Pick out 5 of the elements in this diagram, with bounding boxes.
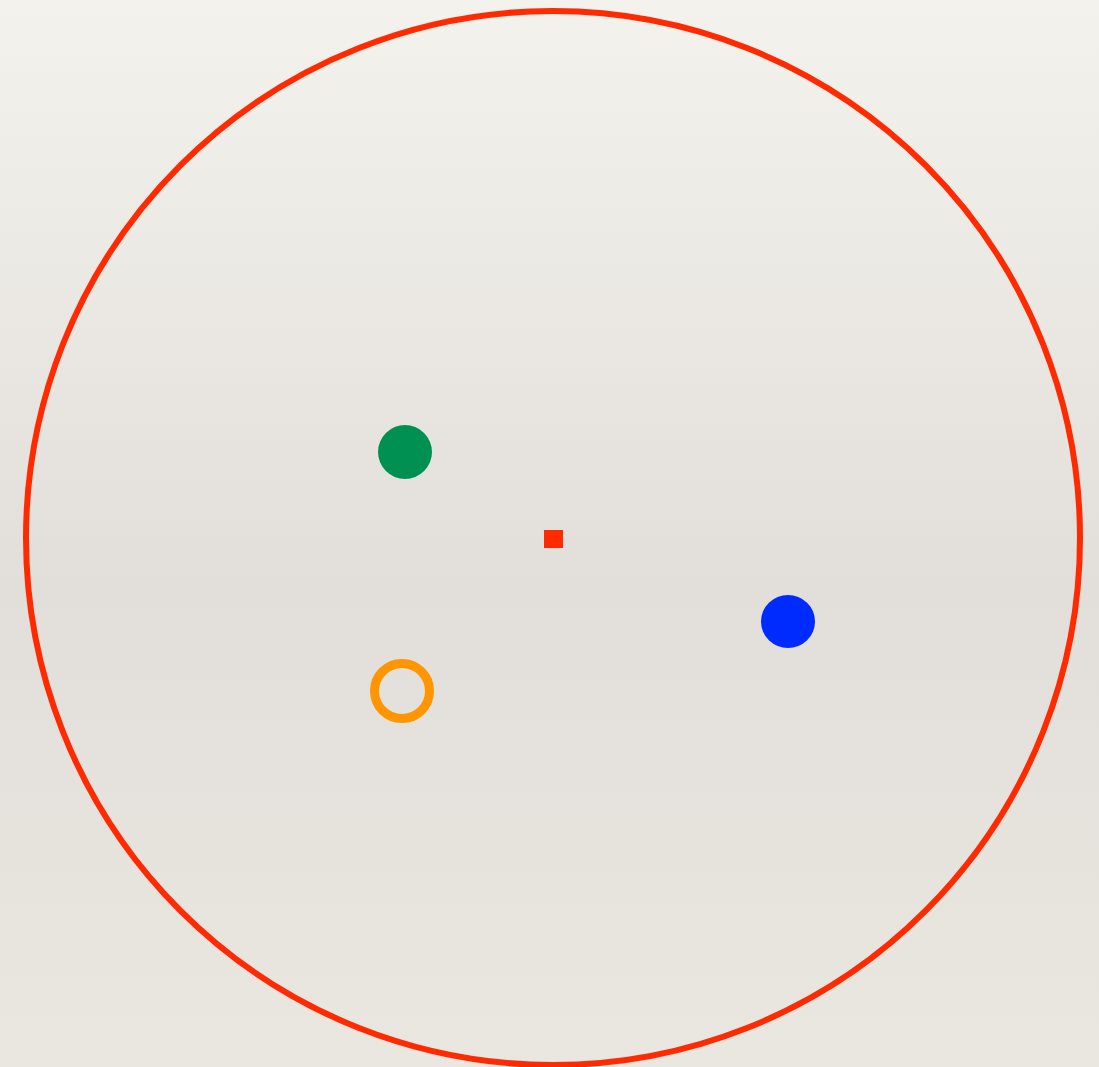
ring bbox=[370, 659, 434, 723]
outer-circle bbox=[23, 8, 1083, 1067]
dot bbox=[378, 425, 432, 479]
dot bbox=[761, 595, 815, 648]
square-marker bbox=[544, 530, 563, 548]
